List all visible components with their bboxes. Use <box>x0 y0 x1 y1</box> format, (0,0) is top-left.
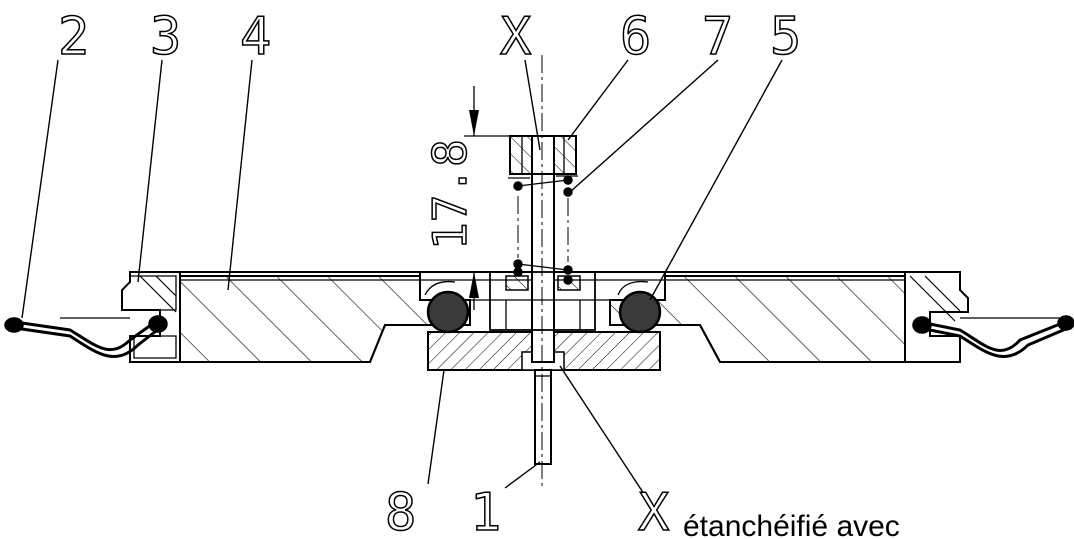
lower-bushing <box>470 271 610 331</box>
left-flange <box>121 271 181 363</box>
callout-2: 2 <box>58 7 89 67</box>
callout-7: 7 <box>702 7 733 67</box>
callout-labels: 2 3 4 X 6 7 5 8 1 X <box>57 6 802 539</box>
spring <box>508 175 578 285</box>
dimension-17-8: 17.8 <box>422 86 510 310</box>
callout-4: 4 <box>240 7 271 67</box>
callout-leaders <box>21 59 783 501</box>
dimension-value: 17.8 <box>423 139 477 250</box>
callout-5: 5 <box>770 7 801 67</box>
right-flange <box>904 271 969 363</box>
top-nut <box>509 135 577 175</box>
callout-1: 1 <box>470 483 501 539</box>
sealing-note: étanchéifié avec <box>683 510 900 539</box>
callout-x-bottom: X <box>638 483 669 539</box>
main-plate <box>130 271 960 363</box>
left-spring-clip <box>4 315 168 358</box>
central-shaft <box>531 139 555 465</box>
callout-3: 3 <box>150 7 181 67</box>
callout-6: 6 <box>620 7 651 67</box>
callout-8: 8 <box>385 483 416 539</box>
right-spring-clip <box>912 315 1074 358</box>
callout-x-top: X <box>500 7 531 67</box>
